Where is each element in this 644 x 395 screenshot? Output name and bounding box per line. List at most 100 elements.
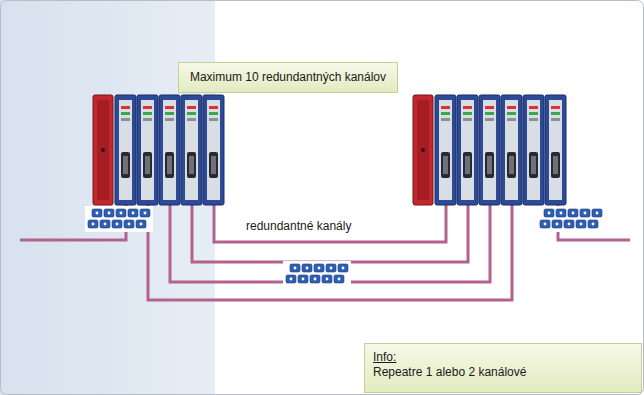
repeater-module bbox=[457, 95, 478, 205]
dsub-connector bbox=[529, 152, 538, 178]
dsub-pins bbox=[531, 156, 536, 174]
bus-dot bbox=[596, 212, 599, 215]
repeater-rack bbox=[413, 95, 566, 205]
bus-dot bbox=[544, 223, 547, 226]
bus-block bbox=[290, 264, 300, 272]
title-note-box: Maximum 10 redundantných kanálov bbox=[178, 62, 398, 93]
repeater-module bbox=[501, 95, 522, 205]
cable-line bbox=[20, 205, 126, 240]
icon-patch bbox=[283, 261, 351, 287]
bus-block bbox=[588, 220, 598, 228]
power-module-face bbox=[417, 100, 429, 200]
bus-dot bbox=[96, 212, 99, 215]
bus-block bbox=[128, 209, 138, 217]
status-led bbox=[507, 106, 516, 109]
repeater-module bbox=[435, 95, 456, 205]
bus-dot bbox=[584, 212, 587, 215]
bus-block bbox=[540, 220, 550, 228]
dsub-connector bbox=[485, 152, 494, 178]
status-led bbox=[551, 106, 560, 109]
status-led bbox=[441, 106, 450, 109]
status-led bbox=[441, 112, 450, 115]
repeater-module bbox=[181, 95, 202, 205]
status-led bbox=[485, 118, 494, 121]
status-led bbox=[121, 118, 130, 121]
dsub-connector bbox=[143, 152, 152, 178]
repeater-module bbox=[203, 95, 224, 205]
status-led bbox=[485, 106, 494, 109]
bus-block bbox=[564, 220, 574, 228]
dsub-connector bbox=[507, 152, 516, 178]
note-text: Repeatre 1 alebo 2 kanálové bbox=[373, 365, 633, 380]
bus-icon bbox=[537, 206, 605, 232]
bus-dot bbox=[306, 267, 309, 270]
bus-dot bbox=[342, 267, 345, 270]
bus-block bbox=[286, 275, 296, 283]
bus-dot bbox=[302, 278, 305, 281]
cable-group bbox=[20, 205, 630, 300]
dsub-connector bbox=[187, 152, 196, 178]
bus-dot bbox=[580, 223, 583, 226]
status-led bbox=[165, 112, 174, 115]
dsub-pins bbox=[211, 156, 216, 174]
bus-block bbox=[338, 264, 348, 272]
cable-line bbox=[192, 205, 468, 262]
status-led bbox=[187, 106, 196, 109]
bus-block bbox=[326, 264, 336, 272]
icon-patch bbox=[85, 206, 153, 232]
dsub-connector bbox=[121, 152, 130, 178]
bus-dot bbox=[592, 223, 595, 226]
bus-block bbox=[314, 264, 324, 272]
bus-dot bbox=[548, 212, 551, 215]
bus-block bbox=[104, 209, 114, 217]
module-face bbox=[119, 100, 132, 200]
bus-dot bbox=[116, 223, 119, 226]
status-led bbox=[485, 112, 494, 115]
status-led bbox=[121, 106, 130, 109]
cable-line bbox=[558, 205, 630, 240]
bus-block bbox=[556, 209, 566, 217]
bus-block bbox=[112, 220, 122, 228]
status-led bbox=[209, 118, 218, 121]
info-note-box: Info:Repeatre 1 alebo 2 kanálové bbox=[364, 343, 642, 393]
module-face bbox=[549, 100, 562, 200]
dsub-pins bbox=[443, 156, 448, 174]
bus-dot bbox=[572, 212, 575, 215]
bus-dot bbox=[568, 223, 571, 226]
status-led bbox=[187, 118, 196, 121]
status-led bbox=[529, 118, 538, 121]
repeater-module bbox=[115, 95, 136, 205]
bus-dot bbox=[144, 212, 147, 215]
bus-block bbox=[88, 220, 98, 228]
status-led bbox=[209, 106, 218, 109]
cable-line bbox=[170, 205, 490, 282]
bus-block bbox=[580, 209, 590, 217]
module-face bbox=[439, 100, 452, 200]
dsub-pins bbox=[167, 156, 172, 174]
zone-background bbox=[0, 0, 215, 395]
power-module bbox=[93, 95, 113, 205]
bus-dot bbox=[140, 223, 143, 226]
module-face bbox=[163, 100, 176, 200]
repeater-rack bbox=[93, 95, 224, 205]
icon-patch bbox=[537, 206, 605, 232]
status-led bbox=[551, 112, 560, 115]
module-face bbox=[505, 100, 518, 200]
module-face bbox=[483, 100, 496, 200]
bus-dot bbox=[338, 278, 341, 281]
repeater-module bbox=[479, 95, 500, 205]
bus-dot bbox=[120, 212, 123, 215]
status-led bbox=[187, 112, 196, 115]
dsub-pins bbox=[123, 156, 128, 174]
power-led bbox=[421, 148, 425, 152]
status-led bbox=[209, 112, 218, 115]
status-led bbox=[143, 106, 152, 109]
bus-block bbox=[136, 220, 146, 228]
bus-block bbox=[334, 275, 344, 283]
bus-dot bbox=[556, 223, 559, 226]
bus-block bbox=[302, 264, 312, 272]
dsub-pins bbox=[189, 156, 194, 174]
power-led bbox=[101, 148, 105, 152]
